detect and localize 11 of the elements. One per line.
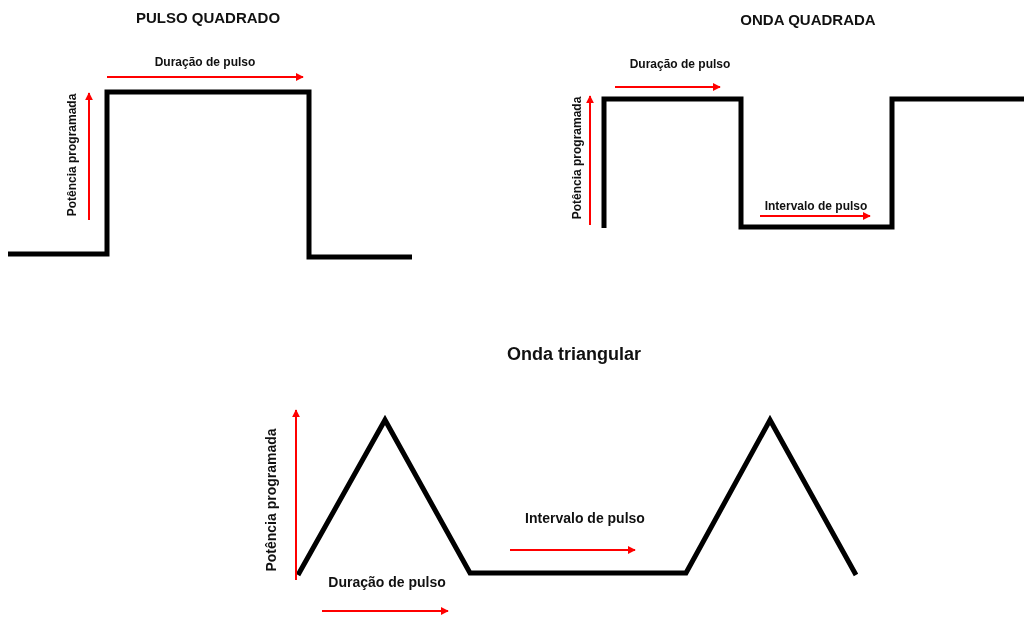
- axis-label: Potência programada: [66, 93, 80, 217]
- chart-title: PULSO QUADRADO: [135, 9, 281, 27]
- axis-label: Potência programada: [571, 96, 585, 220]
- duration-label: Duração de pulso: [154, 56, 256, 70]
- chart-title: ONDA QUADRADA: [740, 11, 876, 29]
- chart-title: Onda triangular: [507, 345, 641, 365]
- duration-label: Duração de pulso: [629, 58, 731, 72]
- axis-label: Potência programada: [264, 428, 280, 572]
- interval-label: Intervalo de pulso: [525, 511, 645, 527]
- interval-label: Intervalo de pulso: [764, 200, 868, 214]
- duration-label: Duração de pulso: [328, 575, 446, 591]
